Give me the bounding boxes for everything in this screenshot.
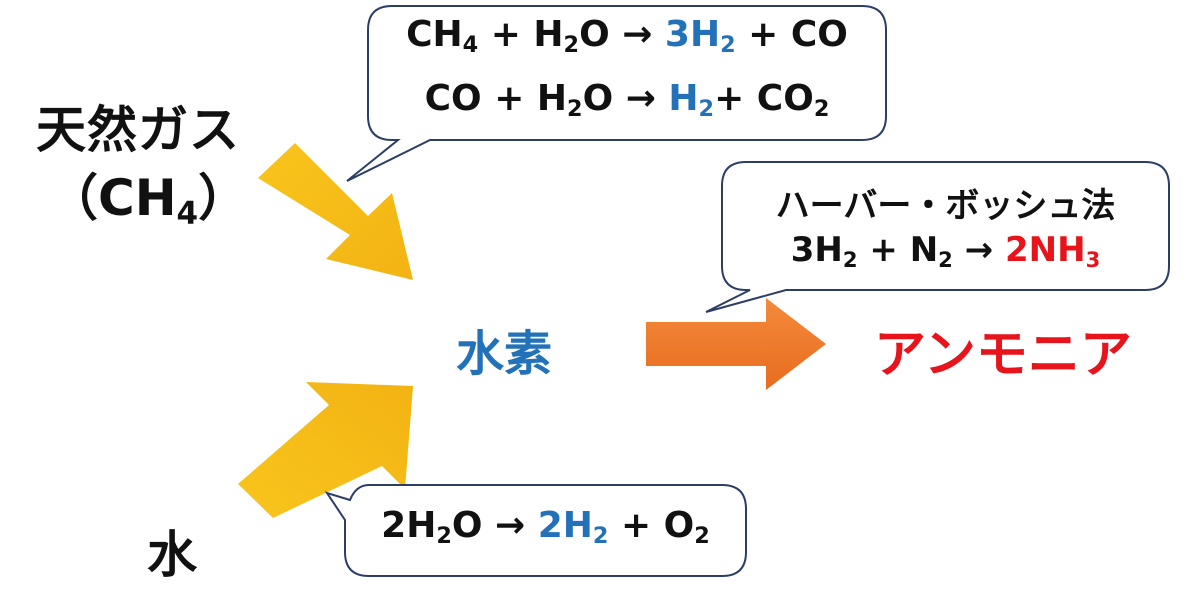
equation-electrolysis: 2H2O → 2H2 + O2 [381,505,710,550]
ammonia-label: アンモニア [874,325,1132,385]
product-hydrogen: 3H2 [664,14,736,59]
paren-close: ） [198,169,249,227]
arrow-hydrogen-to-ammonia [646,298,826,390]
product-hydrogen: H2 [668,78,715,123]
bubble-steam-reforming [346,5,887,182]
equation-steam-reforming-2: CO + H2O → H2+ CO2 [424,78,830,123]
bubble-haber-bosch [705,161,1170,313]
source-natural-gas-formula: （CH4） [48,158,248,230]
hydrogen-label: 水素 [456,326,553,382]
formula-sub-4: 4 [176,195,199,232]
arrow-water-to-hydrogen [238,382,413,518]
bubble-electrolysis [324,484,747,577]
source-natural-gas: 天然ガス [36,101,240,159]
equation-steam-reforming-1: CH4 + H2O → 3H2 + CO [406,14,848,59]
formula-ch: CH [98,169,177,227]
haber-bosch-title: ハーバー・ボッシュ法 [775,186,1116,226]
arrow-gas-to-hydrogen [258,143,413,280]
product-ammonia: 2NH3 [1005,230,1101,272]
product-hydrogen: 2H2 [537,505,609,550]
paren-open: （ [48,169,98,227]
equation-haber-bosch: 3H2 + N2 → 2NH3 [790,230,1101,272]
source-water: 水 [147,526,197,584]
